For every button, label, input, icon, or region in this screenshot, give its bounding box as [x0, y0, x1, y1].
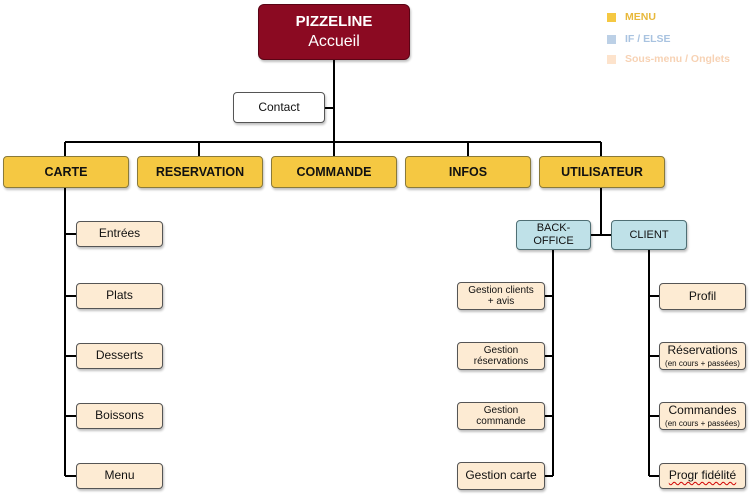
backoffice-item-carte: Gestion carte	[457, 462, 545, 490]
carte-item-entrees: Entrées	[76, 221, 163, 247]
carte-item-label: Plats	[106, 288, 133, 303]
client-item-fidelite: Progr fidélité	[659, 463, 746, 489]
backoffice-item-clients: Gestion clients + avis	[457, 282, 545, 310]
menu-commande: COMMANDE	[271, 156, 397, 188]
client-item-label: Commandes	[668, 403, 737, 417]
menu-utilisateur-label: UTILISATEUR	[561, 164, 643, 179]
carte-item-label: Entrées	[98, 226, 141, 241]
root-node: PIZZELINE Accueil	[258, 4, 410, 60]
root-title: PIZZELINE	[295, 12, 373, 30]
menu-infos: INFOS	[405, 156, 531, 188]
branch-backoffice: BACK-OFFICE	[516, 220, 591, 250]
client-item-label: Profil	[688, 288, 717, 303]
backoffice-item-line1: Gestion	[483, 404, 519, 416]
backoffice-item-line1: Gestion carte	[465, 468, 537, 483]
menu-reservation: RESERVATION	[137, 156, 263, 188]
legend-ifelse-label: IF / ELSE	[625, 33, 671, 45]
legend-ifelse: IF / ELSE	[607, 33, 671, 45]
carte-item-label: Menu	[104, 468, 135, 483]
backoffice-item-reservations: Gestion réservations	[457, 342, 545, 370]
menu-reservation-label: RESERVATION	[155, 164, 245, 179]
legend-submenu: Sous-menu / Onglets	[607, 53, 730, 65]
client-item-label: Réservations	[667, 343, 738, 357]
backoffice-item-line1: Gestion	[483, 344, 519, 356]
branch-client-label: CLIENT	[629, 228, 669, 241]
legend-menu-label: MENU	[625, 11, 656, 23]
carte-item-label: Desserts	[95, 348, 144, 363]
carte-item-plats: Plats	[76, 283, 163, 309]
legend-menu: MENU	[607, 11, 656, 23]
legend-menu-swatch	[607, 12, 616, 22]
carte-item-boissons: Boissons	[76, 403, 163, 429]
menu-commande-label: COMMANDE	[296, 164, 372, 179]
carte-item-label: Boissons	[95, 408, 144, 423]
client-item-note: (en cours + passées)	[665, 418, 740, 428]
root-subtitle: Accueil	[308, 32, 360, 50]
client-item-profil: Profil	[659, 283, 746, 310]
backoffice-item-line1: Gestion clients	[468, 284, 534, 296]
backoffice-item-line2: + avis	[487, 296, 515, 307]
menu-carte: CARTE	[3, 156, 129, 188]
legend-ifelse-swatch	[607, 34, 616, 44]
client-item-note: (en cours + passées)	[665, 358, 740, 368]
contact-label: Contact	[258, 99, 300, 114]
menu-utilisateur: UTILISATEUR	[539, 156, 665, 188]
menu-carte-label: CARTE	[44, 164, 88, 179]
client-item-reservations: Réservations (en cours + passées)	[659, 342, 746, 370]
carte-item-menu: Menu	[76, 463, 163, 489]
legend-submenu-label: Sous-menu / Onglets	[625, 53, 731, 65]
backoffice-item-line2: réservations	[473, 356, 529, 367]
branch-client: CLIENT	[611, 220, 687, 250]
menu-infos-label: INFOS	[448, 164, 488, 179]
legend-submenu-swatch	[607, 54, 616, 64]
branch-backoffice-label: BACK-OFFICE	[533, 222, 574, 247]
client-item-label: Progr fidélité	[668, 468, 737, 483]
backoffice-item-line2: commande	[476, 416, 526, 427]
carte-item-desserts: Desserts	[76, 343, 163, 369]
client-item-commandes: Commandes (en cours + passées)	[659, 402, 746, 430]
contact-node: Contact	[233, 92, 325, 123]
backoffice-item-commande: Gestion commande	[457, 402, 545, 430]
